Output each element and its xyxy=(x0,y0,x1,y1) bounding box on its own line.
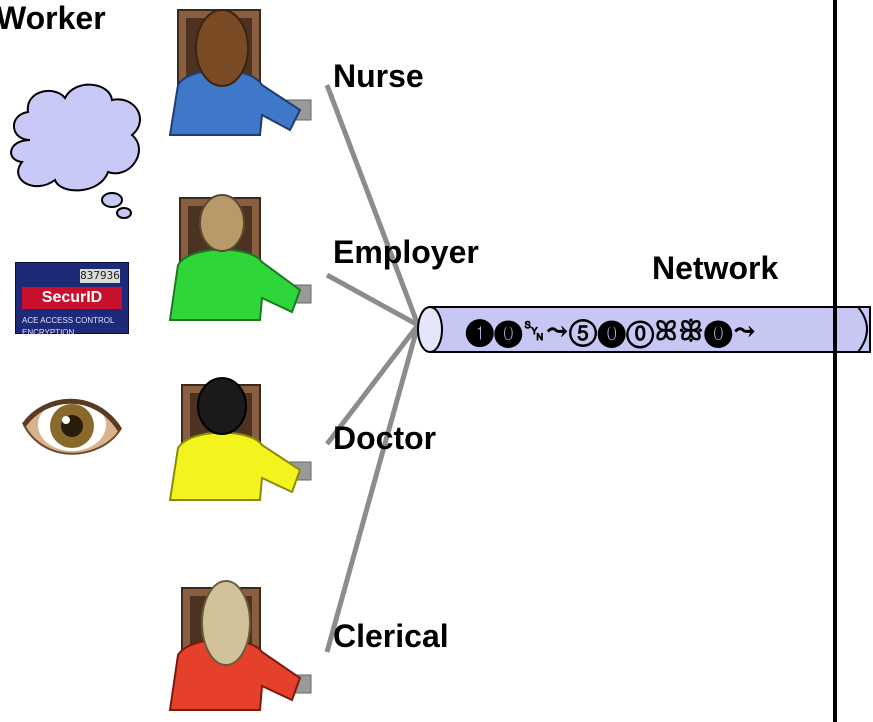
thought-cloud-icon xyxy=(10,83,141,219)
network-pipe xyxy=(417,306,871,353)
encrypted-data-glyphs: ❶⓿␖⤳⑤⓿⓪ꕤꕥ⓿⤳ xyxy=(466,316,757,347)
line-clerical xyxy=(324,324,421,653)
role-label-nurse: Nurse xyxy=(333,58,424,94)
line-doctor xyxy=(325,323,420,446)
line-nurse xyxy=(324,84,421,326)
boundary-line xyxy=(833,0,837,722)
token-footer: ACE ACCESS CONTROL ENCRYPTION xyxy=(22,316,115,337)
pipe-end-left xyxy=(417,306,443,353)
doctor-worker-icon xyxy=(168,377,312,501)
worker-title: Worker xyxy=(0,0,106,36)
line-employer xyxy=(325,272,420,328)
employer-worker-icon xyxy=(168,194,312,321)
role-label-employer: Employer xyxy=(333,234,479,270)
securid-token-icon: 837936 SecurID ACE ACCESS CONTROL ENCRYP… xyxy=(15,262,129,337)
network-title: Network xyxy=(652,250,779,286)
role-label-clerical: Clerical xyxy=(333,618,449,654)
nurse-worker-icon xyxy=(168,9,312,136)
token-brand: SecurID xyxy=(22,287,122,309)
pipe-end-right xyxy=(857,306,868,353)
connection-lines xyxy=(324,84,421,653)
clerical-worker-icon xyxy=(168,580,312,711)
role-label-doctor: Doctor xyxy=(333,420,437,456)
token-display: 837936 xyxy=(80,269,120,283)
eye-icon xyxy=(21,398,123,455)
